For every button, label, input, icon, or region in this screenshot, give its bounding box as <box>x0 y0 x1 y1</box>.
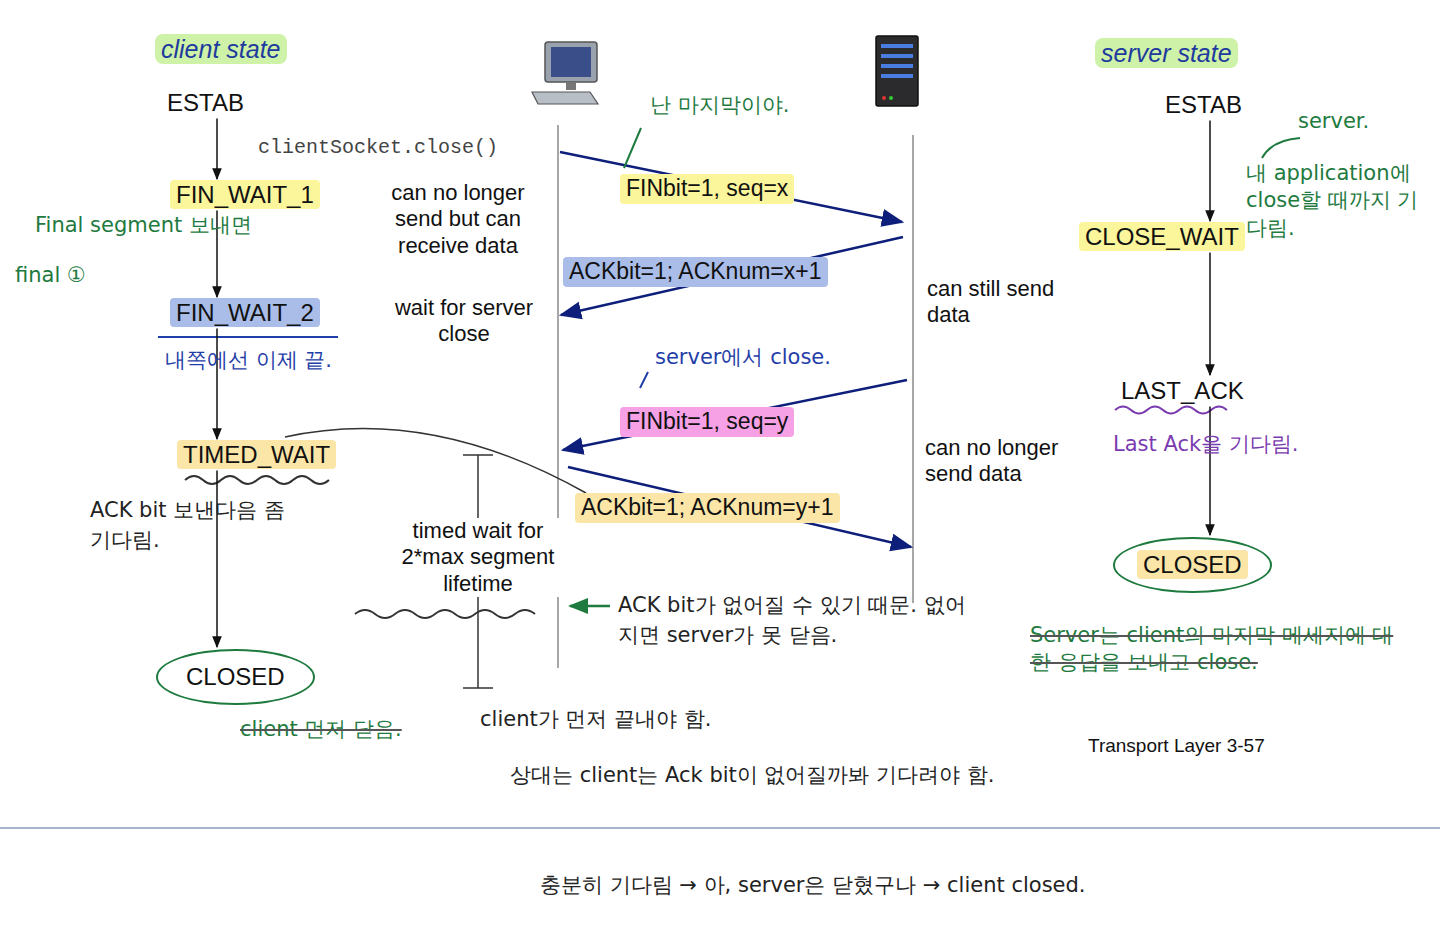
message-label: ACKbit=1; ACKnum=y+1 <box>575 493 840 523</box>
note: can no longer send but can receive data <box>376 180 540 259</box>
hand-note: 내쪽에선 이제 끝. <box>165 348 445 373</box>
state-transition-arrow <box>1209 407 1211 535</box>
state-transition-arrow <box>1209 121 1211 221</box>
end-state-ellipse: CLOSED <box>1113 537 1272 593</box>
hand-note: Last Ack을 기다림. <box>1113 432 1373 457</box>
message-label: FINbit=1, seq=x <box>620 174 794 204</box>
hand-note: client가 먼저 끝내야 함. <box>480 704 900 734</box>
hand-note: 난 마지막이야. <box>650 92 789 119</box>
state-name: FIN_WAIT_1 <box>170 180 320 209</box>
state-box: FIN_WAIT_2 <box>170 299 320 327</box>
hand-note: ACK bit 보낸다음 좀 기다림. <box>90 495 305 556</box>
code-label: clientSocket.close() <box>258 136 498 160</box>
hand-note: Final segment 보내면 <box>35 212 305 239</box>
hand-note: server에서 close. <box>655 345 831 370</box>
note: can still send data <box>927 276 1057 329</box>
title: server state <box>1095 38 1238 68</box>
hand-note: server. <box>1298 108 1369 135</box>
title: client state <box>155 34 287 64</box>
leader-line <box>624 128 641 168</box>
leader-line <box>640 372 648 388</box>
message-label: ACKbit=1; ACKnum=x+1 <box>563 257 828 287</box>
hand-note: Server는 client의 마지막 메세지에 대한 응답을 보내고 clos… <box>1030 622 1400 677</box>
wavy-underline <box>185 476 329 484</box>
hand-note: client 먼저 닫음. <box>240 716 402 743</box>
state-name: ESTAB <box>161 88 250 117</box>
hand-arrow <box>570 605 610 608</box>
wavy-underline <box>355 610 535 618</box>
ack-y-arrow <box>568 467 911 547</box>
server-timeline <box>912 135 914 603</box>
hand-note: 상대는 client는 Ack bit이 없어질까봐 기다려야 함. <box>510 760 1030 790</box>
state-box: CLOSE_WAIT <box>1079 223 1245 251</box>
message-label: FINbit=1, seq=y <box>620 407 794 437</box>
note: wait for server close <box>383 295 545 348</box>
state-transition-arrow <box>216 329 218 439</box>
state-box: LAST_ACK <box>1115 377 1250 405</box>
state-transition-arrow <box>1209 253 1211 375</box>
hand-note: 내 application에 close할 때까지 기다림. <box>1246 160 1422 242</box>
fin-y-arrow <box>563 380 907 450</box>
leader-line <box>1262 138 1300 158</box>
hand-underline <box>158 336 338 338</box>
note: can no longer send data <box>925 435 1095 488</box>
state-box: FIN_WAIT_1 <box>170 181 320 209</box>
computer-icon <box>532 42 598 104</box>
state-box: ESTAB <box>1159 91 1248 119</box>
state-name: CLOSED <box>180 662 291 691</box>
page-separator <box>0 827 1440 829</box>
note: timed wait for 2*max segment lifetime <box>395 518 561 597</box>
state-name: CLOSE_WAIT <box>1079 222 1245 251</box>
state-transition-arrow <box>216 471 218 647</box>
state-name: LAST_ACK <box>1115 376 1250 405</box>
ack-x-arrow <box>561 237 903 315</box>
fin-x-arrow <box>560 152 902 222</box>
state-transition-arrow <box>216 119 218 179</box>
end-state-ellipse: CLOSED <box>156 649 315 705</box>
state-name: FIN_WAIT_2 <box>170 298 320 327</box>
hand-note: ACK bit가 없어질 수 있기 때문. 없어지면 server가 못 닫음. <box>618 590 968 651</box>
state-box: ESTAB <box>161 89 250 117</box>
hand-note: final ① <box>15 262 86 289</box>
state-name: TIMED_WAIT <box>177 440 336 469</box>
state-name: ESTAB <box>1159 90 1248 119</box>
page-footer: Transport Layer 3-57 <box>1088 735 1265 758</box>
state-name: CLOSED <box>1137 550 1248 579</box>
state-box: TIMED_WAIT <box>177 441 336 469</box>
server-icon <box>876 36 918 106</box>
hand-note: 충분히 기다림 → 아, server은 닫혔구나 → client close… <box>540 870 1300 900</box>
